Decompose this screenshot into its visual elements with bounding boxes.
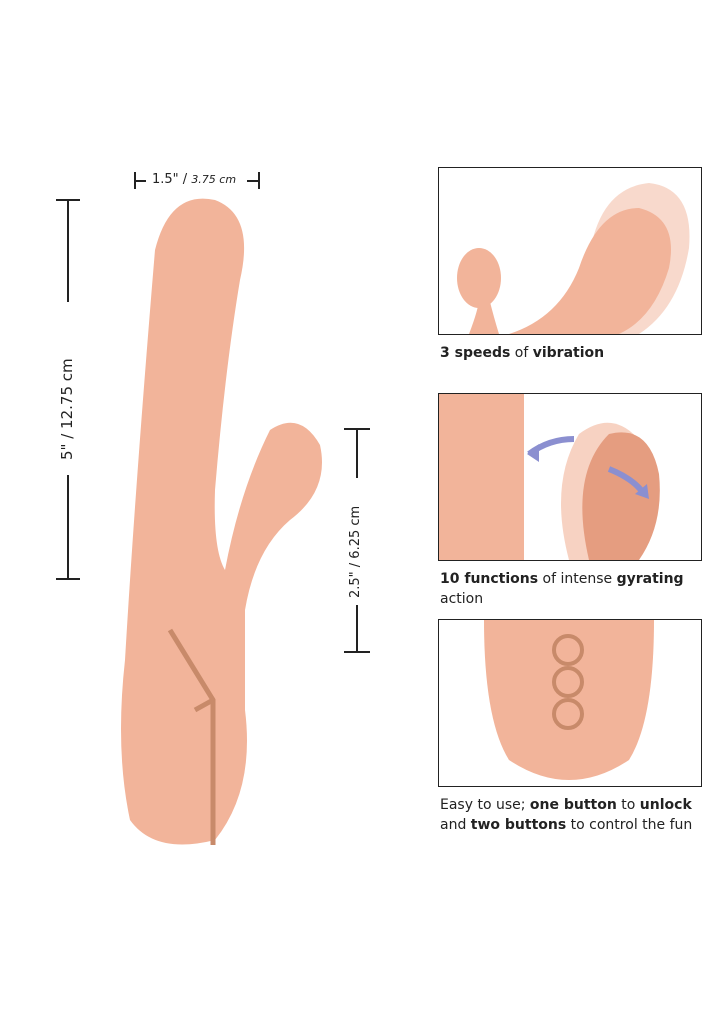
length-dim-label: 5" / 12.75 cm — [58, 358, 76, 460]
width-dim-tick-left — [134, 172, 136, 189]
buttons-illustration — [484, 620, 654, 780]
arm-dim-line-top — [356, 428, 358, 478]
vibration-illustration — [457, 183, 690, 334]
arm-dim-label: 2.5" / 6.25 cm — [348, 505, 363, 598]
length-dim-line-bottom — [67, 475, 69, 579]
width-dim-line-right — [247, 180, 259, 182]
gyrating-illustration — [439, 394, 660, 560]
feature-panel-vibration — [438, 167, 702, 335]
product-silhouette — [121, 198, 322, 845]
feature-caption-gyrating: 10 functions of intense gyrating action — [440, 571, 684, 607]
width-dim-tick-right — [258, 172, 260, 189]
length-dim-tick-bottom — [56, 578, 80, 580]
feature-panel-gyrating — [438, 393, 702, 561]
feature-caption-vibration: 3 speeds of vibration — [440, 345, 605, 361]
length-dim-line-top — [67, 199, 69, 302]
control-button-icon — [552, 666, 584, 698]
arm-dim-tick-bottom — [344, 651, 370, 653]
width-dim-line-left — [134, 180, 146, 182]
control-button-icon — [552, 698, 584, 730]
unlock-button-icon — [552, 634, 584, 666]
feature-panel-buttons — [438, 619, 702, 787]
arm-dim-line-bottom — [356, 605, 358, 652]
width-dim-label: 1.5" / 3.75 cm — [152, 172, 237, 187]
feature-caption-buttons: Easy to use; one button to unlock and tw… — [440, 797, 693, 833]
